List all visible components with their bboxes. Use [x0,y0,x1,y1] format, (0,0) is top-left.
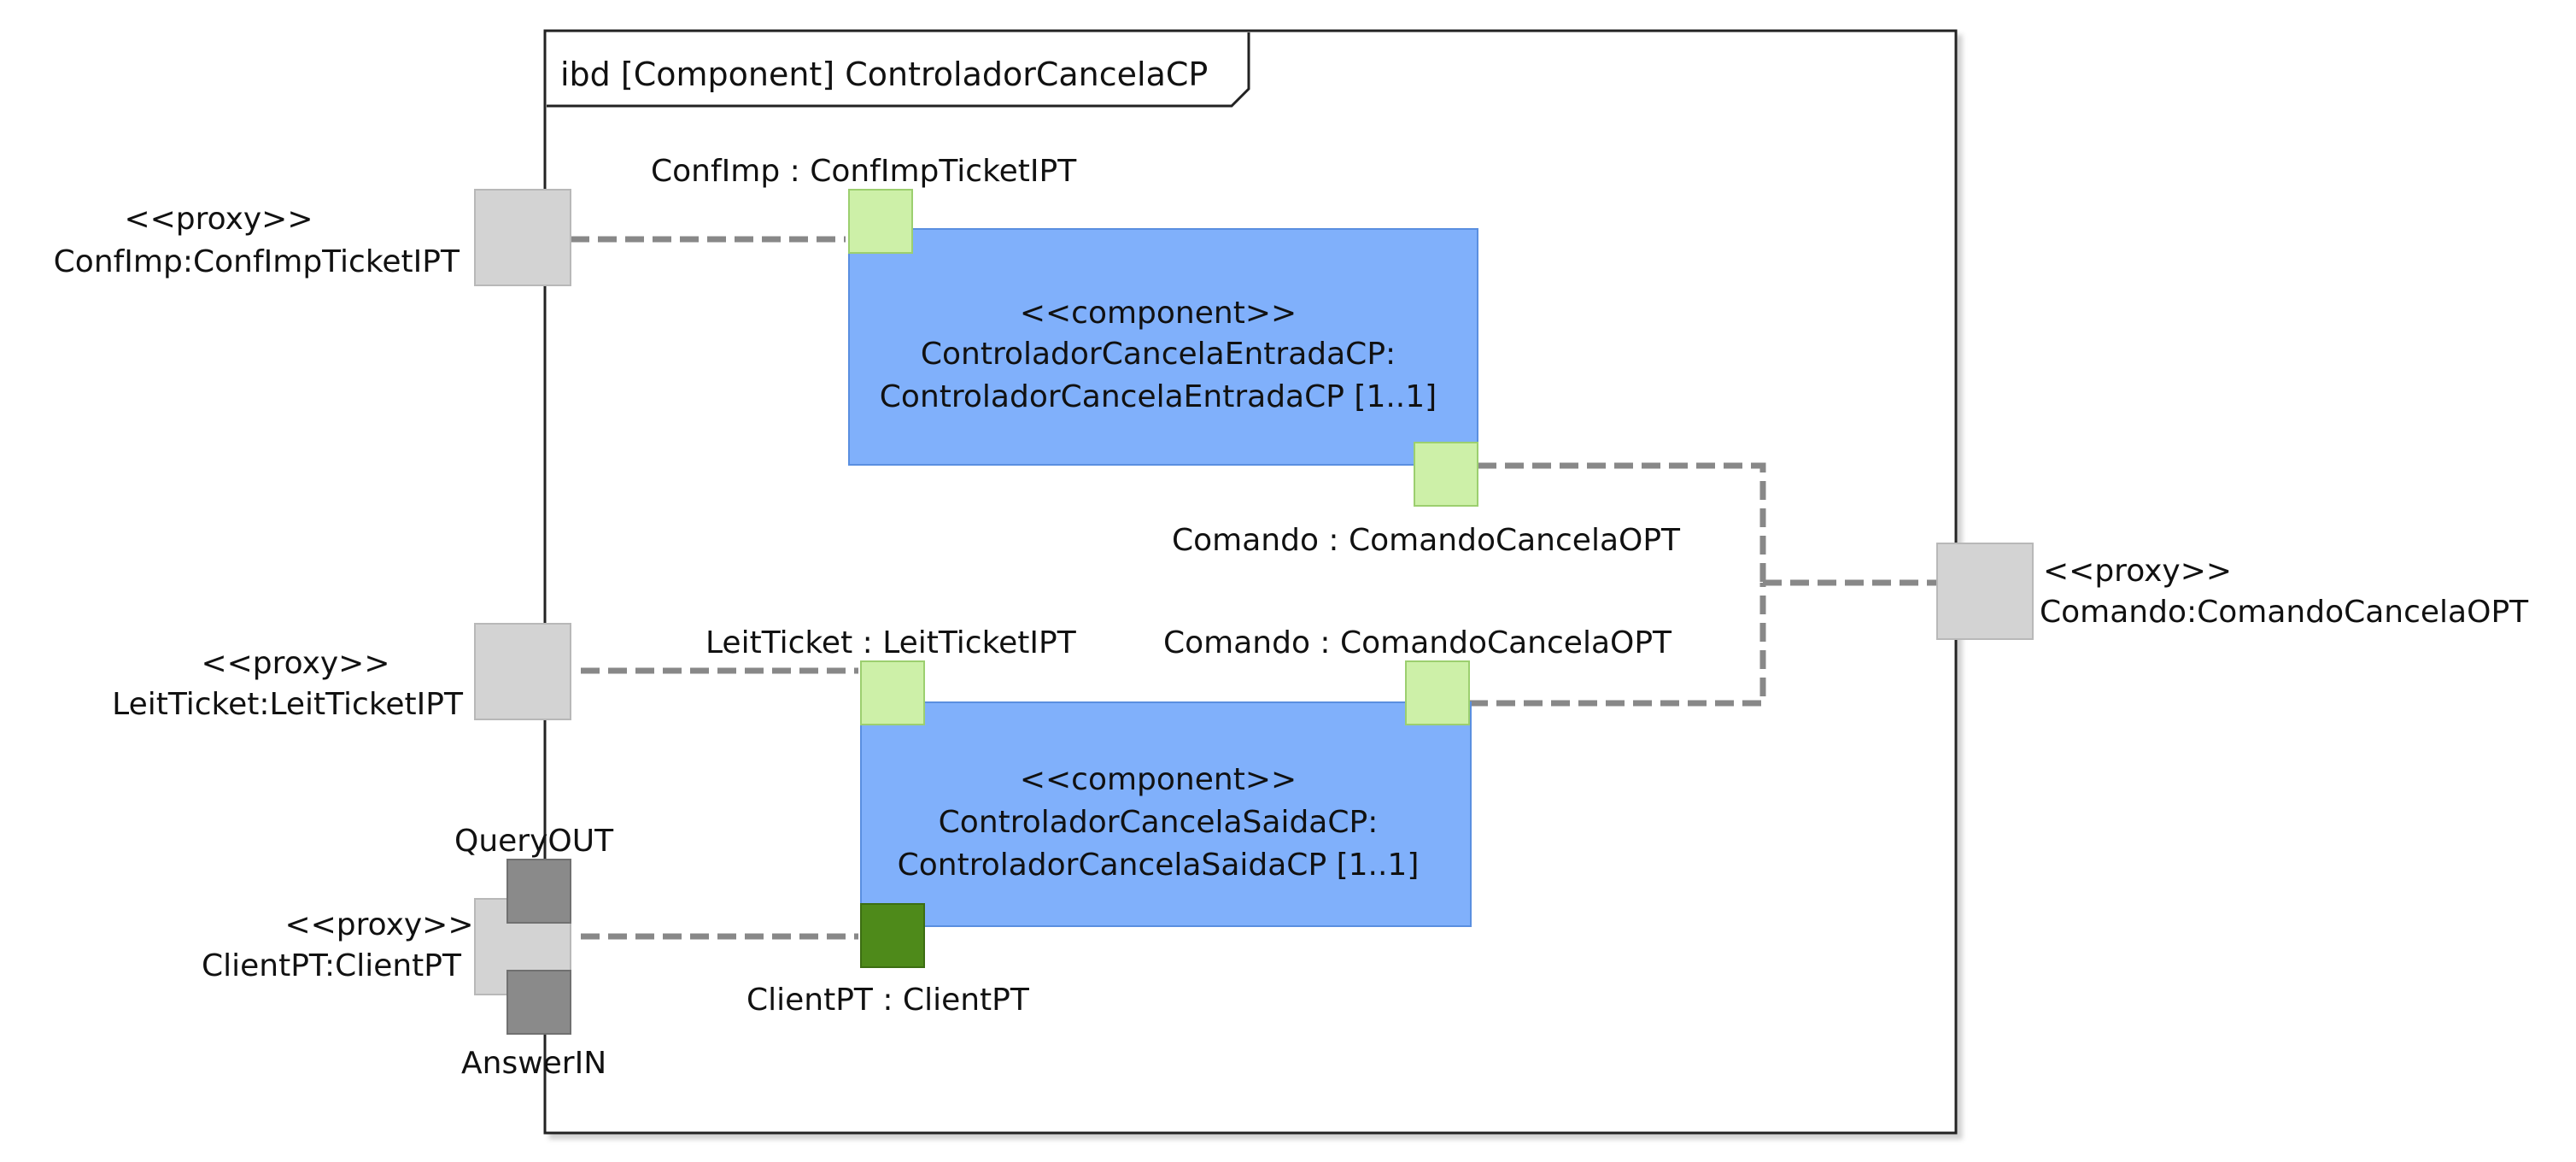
port-confimp[interactable] [848,189,913,254]
internal-ports [848,189,1478,968]
client-sub-ports: QueryOUT AnswerIN [454,824,614,1081]
proxy-port-leitticket[interactable] [474,623,571,720]
sub-port-label-query-out: QueryOUT [454,824,614,859]
component-name: ControladorCancelaEntradaCP: [921,337,1396,372]
component-stereotype: <<component>> [1020,762,1297,797]
frame-title: ibd [Component] ControladorCancelaCP [560,56,1208,93]
internal-port-labels: ConfImp : ConfImpTicketIPT Comando : Com… [651,154,1681,1018]
proxy-stereotype: <<proxy>> [2043,554,2232,589]
component-type: ControladorCancelaEntradaCP [1..1] [880,379,1437,414]
component-controlador-saida[interactable]: <<component>> ControladorCancelaSaidaCP:… [860,701,1472,927]
port-clientpt[interactable] [860,903,925,968]
sub-port-answer-in[interactable] [506,970,571,1035]
boundary-port-labels: <<proxy>> ConfImp:ConfImpTicketIPT <<pro… [54,202,2530,983]
component-controlador-entrada[interactable]: <<component>> ControladorCancelaEntradaC… [848,228,1478,466]
connector-comando-saida [1469,583,1766,707]
port-label-confimp: ConfImp : ConfImpTicketIPT [651,154,1077,189]
port-label-leitticket: LeitTicket : LeitTicketIPT [705,625,1077,660]
diagram-frame: ibd [Component] ControladorCancelaCP [543,29,1958,1135]
proxy-name-comando: Comando:ComandoCancelaOPT [2040,595,2529,630]
proxy-stereotype: <<proxy>> [201,646,389,681]
connector-comando-entrada [1478,462,1766,583]
proxy-name-confimp: ConfImp:ConfImpTicketIPT [54,244,460,279]
proxy-name-clientpt: ClientPT:ClientPT [202,948,462,983]
sub-port-query-out[interactable] [506,859,571,924]
proxy-stereotype: <<proxy>> [124,202,313,237]
component-type: ControladorCancelaSaidaCP [1..1] [898,848,1420,883]
proxy-name-leitticket: LeitTicket:LeitTicketIPT [112,687,464,722]
port-label-comando-saida: Comando : ComandoCancelaOPT [1163,625,1672,660]
sub-port-label-answer-in: AnswerIN [461,1046,606,1081]
proxy-port-comando[interactable] [1936,543,2034,640]
component-name: ControladorCancelaSaidaCP: [939,805,1379,840]
port-comando-entrada[interactable] [1414,442,1478,507]
connectors [571,236,1937,940]
proxy-port-confimp[interactable] [474,189,571,286]
proxy-stereotype: <<proxy>> [284,907,473,942]
component-stereotype: <<component>> [1020,296,1297,331]
port-leitticket[interactable] [860,660,925,725]
port-label-clientpt: ClientPT : ClientPT [746,983,1030,1018]
port-label-comando-entrada: Comando : ComandoCancelaOPT [1172,523,1681,558]
port-comando-saida[interactable] [1405,660,1470,725]
